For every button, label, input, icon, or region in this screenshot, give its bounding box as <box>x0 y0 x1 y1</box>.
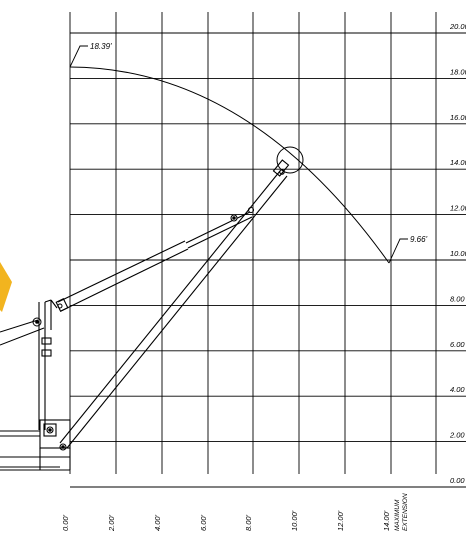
height-tick-label: 16.00 <box>450 113 466 122</box>
max-extension-label-2: EXTENSION <box>402 493 409 531</box>
height-tick-label: 14.00 <box>450 158 466 167</box>
reach-tick-label: 2.00' <box>107 514 116 532</box>
height-tick-label: 4.00 <box>450 385 465 394</box>
height-tick-label: 0.00 <box>450 476 465 485</box>
height-tick-label: 10.00 <box>450 249 466 258</box>
height-scale: 20.00 18.00 16.00 14.00 12.00 10.00 8.00 6.00 4.… <box>449 22 466 485</box>
height-tick-label: 2.00 <box>449 431 465 440</box>
reach-tick-label: 8.00' <box>244 514 253 531</box>
height-tick-label: 20.00 <box>449 22 466 31</box>
grid <box>69 12 466 488</box>
reach-tick-label: 14.00' <box>382 510 391 531</box>
height-tick-label: 12.00 <box>450 204 466 213</box>
height-tick-label: 18.00 <box>450 67 466 76</box>
upper-link <box>0 303 63 346</box>
reach-tick-label: 0.00' <box>61 514 70 531</box>
lift-cylinder <box>55 206 255 312</box>
max-extension-label-1: MAXIMUM <box>394 499 401 531</box>
reach-envelope-arc <box>69 66 390 264</box>
reach-tick-label: 4.00' <box>153 514 162 531</box>
height-tick-label: 8.00 <box>450 294 465 303</box>
reach-tick-label: 12.00' <box>336 510 345 531</box>
boom-tip-circle <box>276 146 304 174</box>
main-boom <box>59 159 290 449</box>
reach-tick-label: 10.00' <box>290 510 299 531</box>
mast <box>38 299 58 430</box>
base-turret <box>0 419 71 471</box>
tip-height-callout: 9.66' <box>388 235 428 264</box>
accent-wedge <box>0 262 12 312</box>
height-tick-label: 6.00 <box>450 340 465 349</box>
top-height-callout-label: 18.39' <box>90 42 112 51</box>
tip-height-callout-label: 9.66' <box>410 235 428 244</box>
reach-tick-label: 6.00' <box>199 514 208 531</box>
reach-scale: 0.00' 2.00' 4.00' 6.00' 8.00' 10.00' 12.00' 14.… <box>61 510 391 532</box>
top-height-callout: 18.39' <box>69 42 112 68</box>
